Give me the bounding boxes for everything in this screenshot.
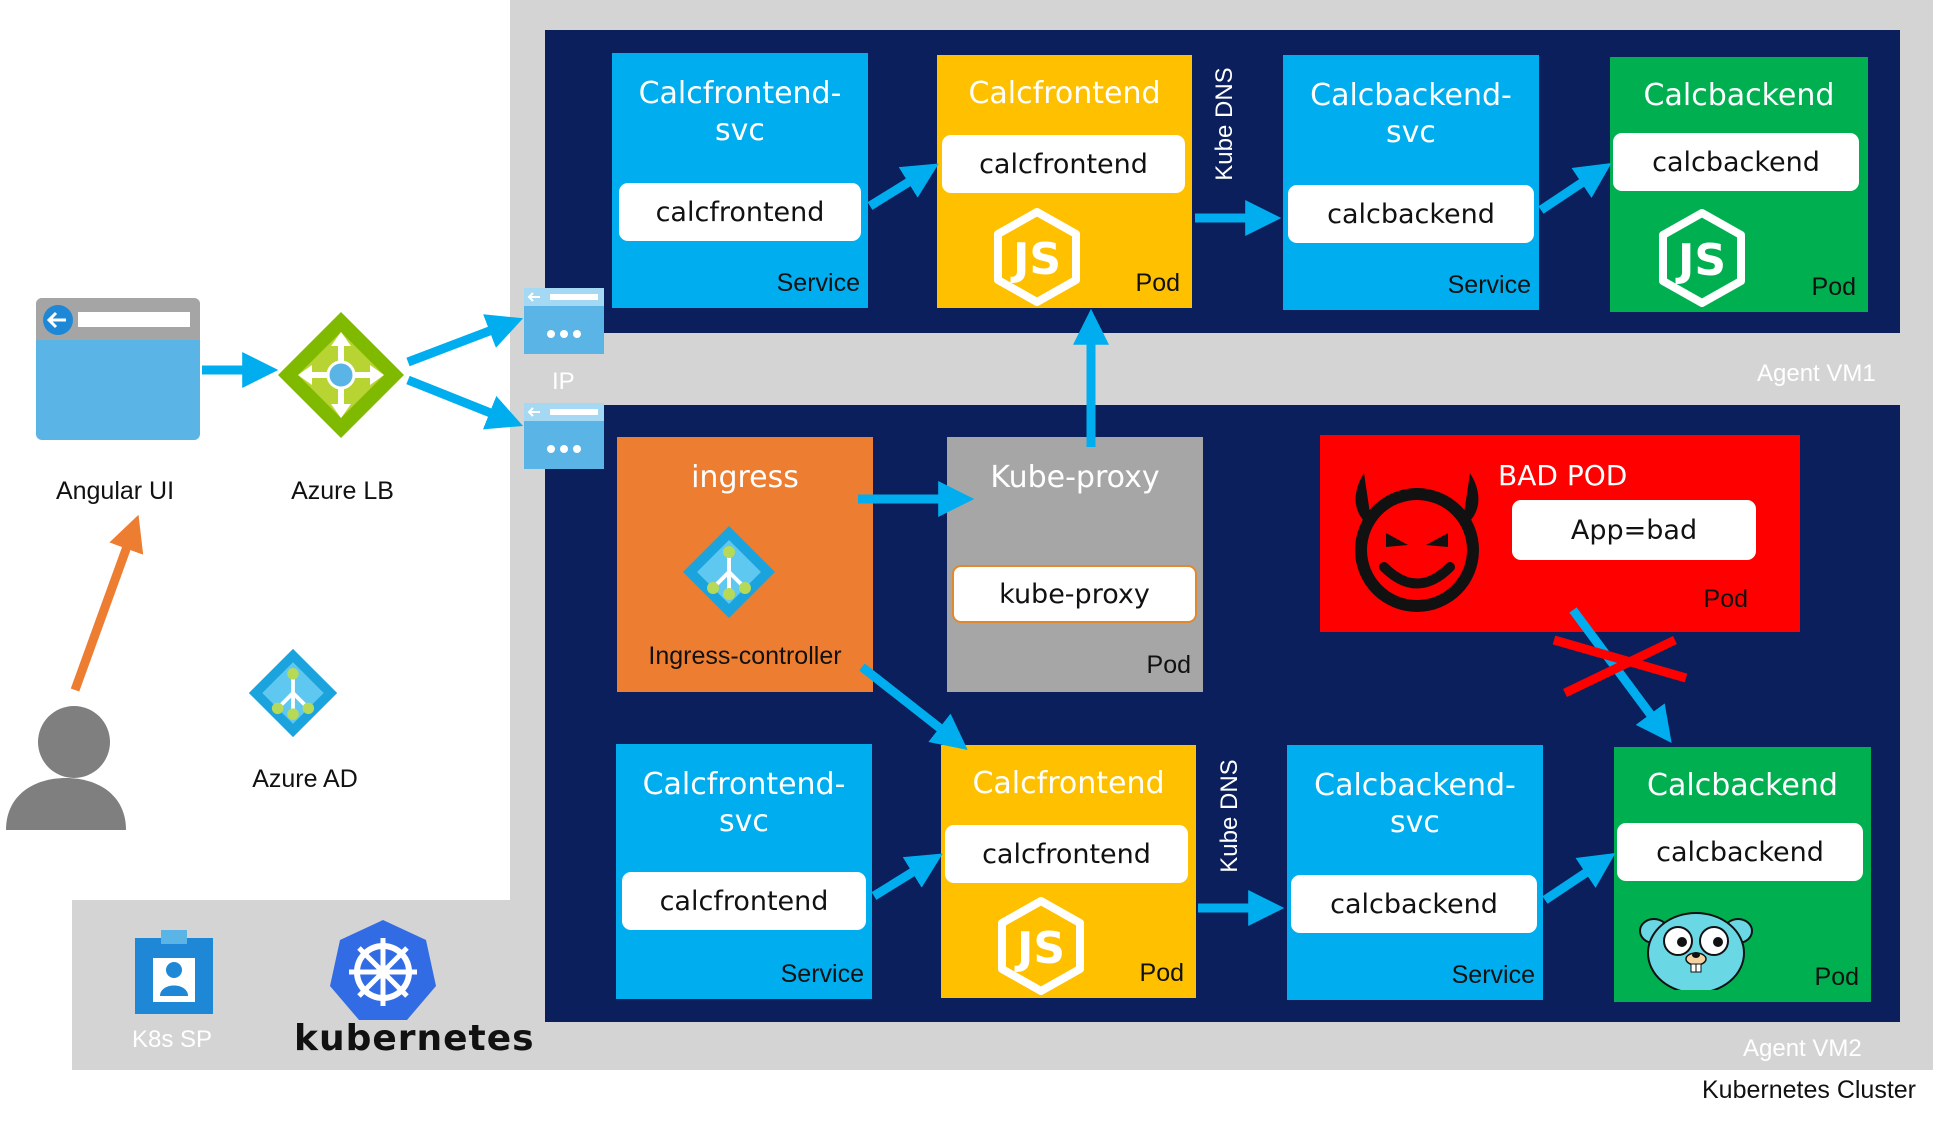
vm2-frontend-pod[interactable]: Calcfrontend calcfrontend JS Pod (941, 745, 1196, 998)
svg-text:JS: JS (1675, 235, 1726, 286)
vm2-frontend-service-title: Calcfrontend-svc (642, 767, 846, 839)
vm2-backend-service-type: Service (1451, 961, 1535, 989)
k8s-sp-label: K8s SP (132, 1026, 213, 1053)
kubernetes-logo-text: kubernetes (294, 1018, 535, 1059)
vm2-frontend-pod-inner: calcfrontend (945, 825, 1188, 883)
vm2-backend-service-inner: calcbackend (1291, 875, 1537, 933)
nodejs-icon: JS (998, 897, 1084, 995)
arrow-ingress-to-vm2-fpod (859, 663, 968, 751)
ip-label: IP (552, 368, 575, 395)
kube-proxy-type: Pod (1146, 651, 1191, 679)
bad-pod-title: BAD POD (1498, 459, 1628, 492)
bad-pod-inner: App=bad (1512, 500, 1756, 560)
devil-icon (1355, 473, 1479, 612)
arrow-vm2-bsvc-to-bpod (1542, 853, 1616, 904)
nodejs-icon: JS (1659, 209, 1745, 307)
kube-proxy-title: Kube-proxy (990, 460, 1160, 495)
user-icon (6, 706, 126, 830)
kube-proxy-inner: kube-proxy (952, 565, 1197, 623)
vm2-frontend-service-type: Service (780, 960, 864, 988)
cluster-label: Kubernetes Cluster (1702, 1076, 1917, 1104)
vm1-frontend-pod[interactable]: Calcfrontend calcfrontend JS Pod (937, 55, 1192, 308)
azure-lb-label: Azure LB (291, 477, 394, 505)
ingress-box[interactable]: ingress Ingress-controller (617, 437, 873, 692)
vm2-frontend-pod-title: Calcfrontend (972, 766, 1165, 801)
nodejs-icon: JS (994, 208, 1080, 306)
ip-icon-top (524, 288, 604, 354)
ip-icon-bottom (524, 403, 604, 469)
vm1-frontend-pod-inner: calcfrontend (942, 135, 1185, 193)
arrow-user-to-ui (70, 514, 144, 692)
vm2-backend-pod[interactable]: Calcbackend calcbackend Pod (1614, 747, 1871, 1002)
vm1-frontend-service-inner: calcfrontend (619, 183, 861, 241)
angular-ui-label: Angular UI (55, 477, 175, 505)
svg-text:JS: JS (1014, 923, 1065, 974)
vm1-backend-service-inner: calcbackend (1288, 185, 1534, 243)
vm1-frontend-service-type: Service (776, 269, 860, 297)
vm2-backend-service-title: Calcbackend-svc (1314, 768, 1516, 840)
browser-window-icon (36, 298, 200, 440)
vm1-backend-pod[interactable]: Calcbackend calcbackend JS Pod (1610, 57, 1868, 312)
blocked-cross-icon (1552, 635, 1688, 698)
vm1-backend-service-title: Calcbackend-svc (1310, 78, 1512, 150)
azure-ad-label: Azure AD (252, 765, 358, 793)
vm2-backend-pod-inner: calcbackend (1617, 823, 1863, 881)
arrow-lb-to-ip-bottom (406, 375, 524, 430)
ingress-title: ingress (691, 460, 799, 495)
vm1-backend-service[interactable]: Calcbackend-svc calcbackend Service (1283, 55, 1539, 310)
vm1-backend-service-type: Service (1447, 271, 1531, 299)
azure-ad-icon (248, 648, 338, 738)
vm2-frontend-service-inner: calcfrontend (622, 872, 866, 930)
vm1-frontend-service-title: Calcfrontend-svc (638, 76, 842, 148)
agent-vm2-label: Agent VM2 (1743, 1035, 1862, 1062)
gopher-icon (1639, 912, 1753, 990)
kubernetes-logo-icon (330, 920, 436, 1020)
vm1-frontend-pod-type: Pod (1135, 269, 1180, 297)
arrow-vm1-bsvc-to-bpod (1538, 163, 1612, 214)
vm2-frontend-service[interactable]: Calcfrontend-svc calcfrontend Service (616, 744, 872, 999)
vm2-backend-service[interactable]: Calcbackend-svc calcbackend Service (1287, 745, 1543, 1000)
arrow-vm1-fsvc-to-fpod (867, 163, 939, 210)
arrow-vm2-fsvc-to-fpod (871, 853, 943, 900)
bad-pod-type: Pod (1703, 585, 1748, 613)
vm1-backend-pod-title: Calcbackend (1643, 78, 1835, 113)
vm2-backend-pod-title: Calcbackend (1647, 768, 1838, 803)
vm1-frontend-service[interactable]: Calcfrontend-svc calcfrontend Service (612, 53, 868, 308)
service-principal-icon (135, 930, 213, 1014)
load-balancer-icon (278, 312, 404, 438)
vm1-backend-pod-type: Pod (1811, 273, 1856, 301)
ingress-icon (683, 526, 775, 618)
vm2-backend-pod-type: Pod (1814, 963, 1859, 991)
vm1-backend-pod-inner: calcbackend (1613, 133, 1859, 191)
kube-proxy-box[interactable]: Kube-proxy kube-proxy Pod (947, 437, 1203, 692)
bad-pod-box[interactable]: BAD POD App=bad Pod (1320, 435, 1800, 632)
ingress-caption: Ingress-controller (648, 642, 842, 670)
vm2-frontend-pod-type: Pod (1139, 959, 1184, 987)
vm1-frontend-pod-title: Calcfrontend (968, 76, 1161, 111)
arrow-lb-to-ip-top (406, 314, 524, 367)
agent-vm1-label: Agent VM1 (1757, 360, 1876, 387)
svg-text:JS: JS (1010, 234, 1061, 285)
